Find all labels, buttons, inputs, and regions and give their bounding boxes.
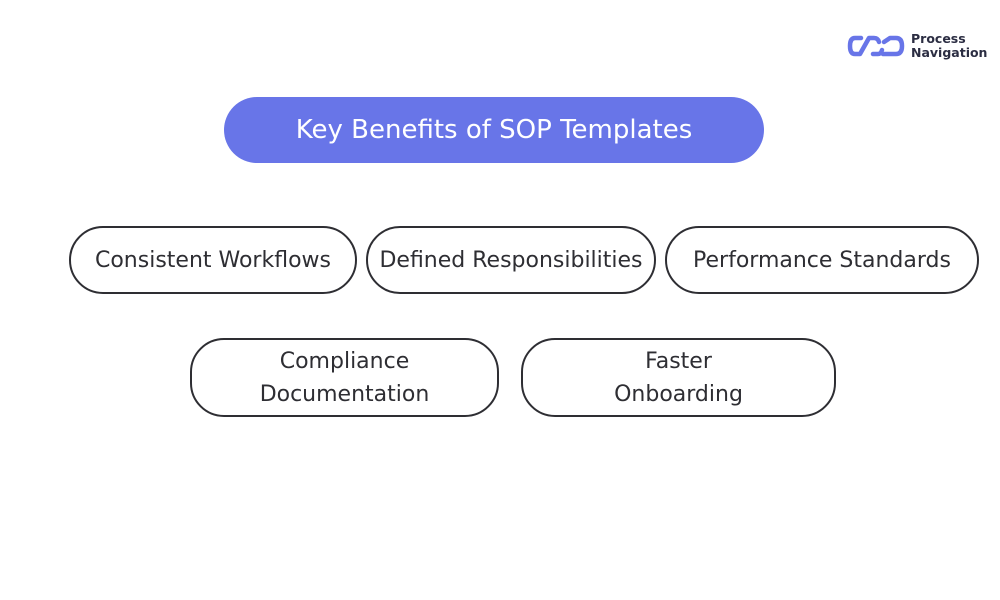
- benefit-faster-onboarding: Faster Onboarding: [521, 338, 836, 417]
- page-title: Key Benefits of SOP Templates: [224, 97, 764, 163]
- benefit-compliance-documentation: Compliance Documentation: [190, 338, 499, 417]
- brand-name: Process Navigation: [911, 32, 987, 60]
- chain-link-icon: [847, 35, 905, 57]
- brand-name-line1: Process: [911, 31, 966, 46]
- benefit-consistent-workflows: Consistent Workflows: [69, 226, 357, 294]
- benefit-performance-standards: Performance Standards: [665, 226, 979, 294]
- brand-name-line2: Navigation: [911, 45, 988, 60]
- brand-logo: Process Navigation: [847, 32, 987, 62]
- benefit-defined-responsibilities: Defined Responsibilities: [366, 226, 656, 294]
